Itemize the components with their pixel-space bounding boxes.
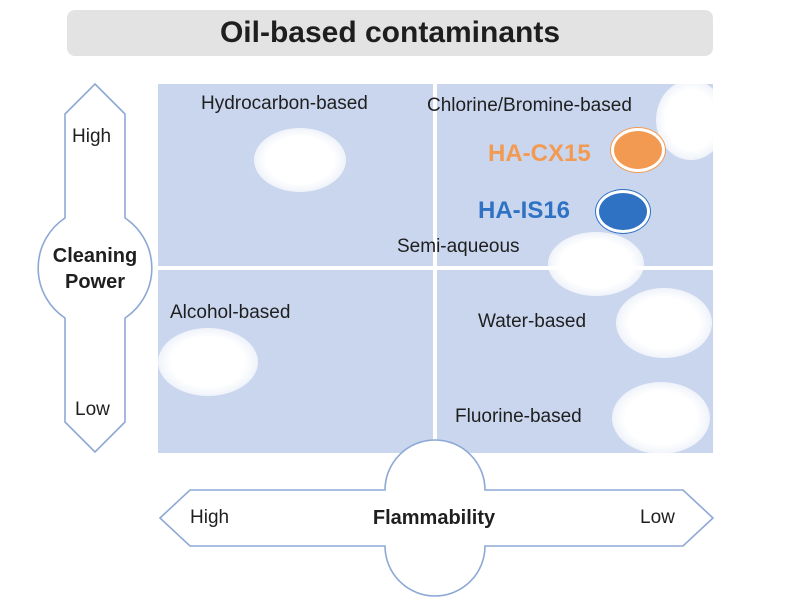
flammability-high: High [190,507,230,528]
label-fluorine: Fluorine-based [455,406,582,427]
label-semi-aqueous: Semi-aqueous [397,236,520,257]
product-cx15-label: HA-CX15 [488,140,591,167]
hydrocarbon-blob [254,128,346,192]
water-blob [616,288,712,358]
label-water: Water-based [478,311,587,332]
cleaning-power-title-line1: Cleaning [52,245,138,267]
label-chlorine: Chlorine/Bromine-based [427,95,632,116]
semi-aqueous-blob [548,232,644,296]
cleaning-power-title: Cleaning Power [35,243,155,295]
chlorine-blob [656,80,726,160]
product-is16-marker [599,193,647,230]
label-alcohol: Alcohol-based [170,302,291,323]
flammability-title: Flammability [372,507,496,529]
fluorine-blob [612,382,710,454]
cleaning-power-high: High [72,126,112,147]
cleaning-power-title-line2: Power [64,271,126,293]
product-cx15-marker [614,131,662,169]
page-title: Oil-based contaminants [67,10,713,56]
alcohol-blob [158,328,258,396]
label-hydrocarbon: Hydrocarbon-based [201,93,368,114]
product-is16-label: HA-IS16 [478,197,571,224]
title-text: Oil-based contaminants [219,16,561,49]
cleaning-power-low: Low [75,399,110,420]
flammability-low: Low [640,507,675,528]
